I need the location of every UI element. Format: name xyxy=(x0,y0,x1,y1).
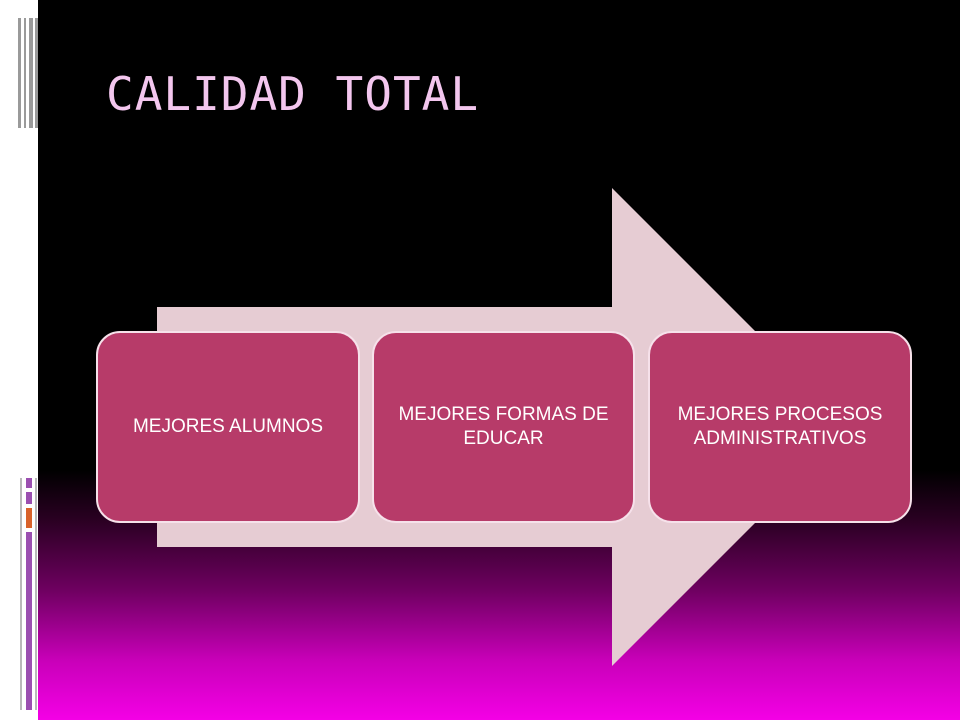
bottom-stripes-decoration xyxy=(20,478,38,710)
step-box-2: MEJORES FORMAS DE EDUCAR xyxy=(372,331,635,523)
step-label-1: MEJORES ALUMNOS xyxy=(132,416,324,437)
left-decorative-band xyxy=(0,0,38,720)
stripe xyxy=(20,478,22,710)
purple-block xyxy=(26,478,32,488)
slide-title: CALIDAD TOTAL xyxy=(106,67,480,121)
stripe xyxy=(24,18,26,128)
top-stripes-decoration xyxy=(18,18,38,128)
purple-bar xyxy=(26,532,32,710)
purple-block xyxy=(26,492,32,504)
stripe xyxy=(29,18,33,128)
step-box-3: MEJORES PROCESOS ADMINISTRATIVOS xyxy=(648,331,912,523)
step-box-1: MEJORES ALUMNOS xyxy=(96,331,360,523)
orange-block xyxy=(26,508,32,528)
step-label-2: MEJORES FORMAS DE EDUCAR xyxy=(398,404,609,449)
stripe xyxy=(35,478,37,710)
stripe xyxy=(35,18,38,128)
step-label-3: MEJORES PROCESOS ADMINISTRATIVOS xyxy=(677,404,883,449)
stripe xyxy=(18,18,21,128)
